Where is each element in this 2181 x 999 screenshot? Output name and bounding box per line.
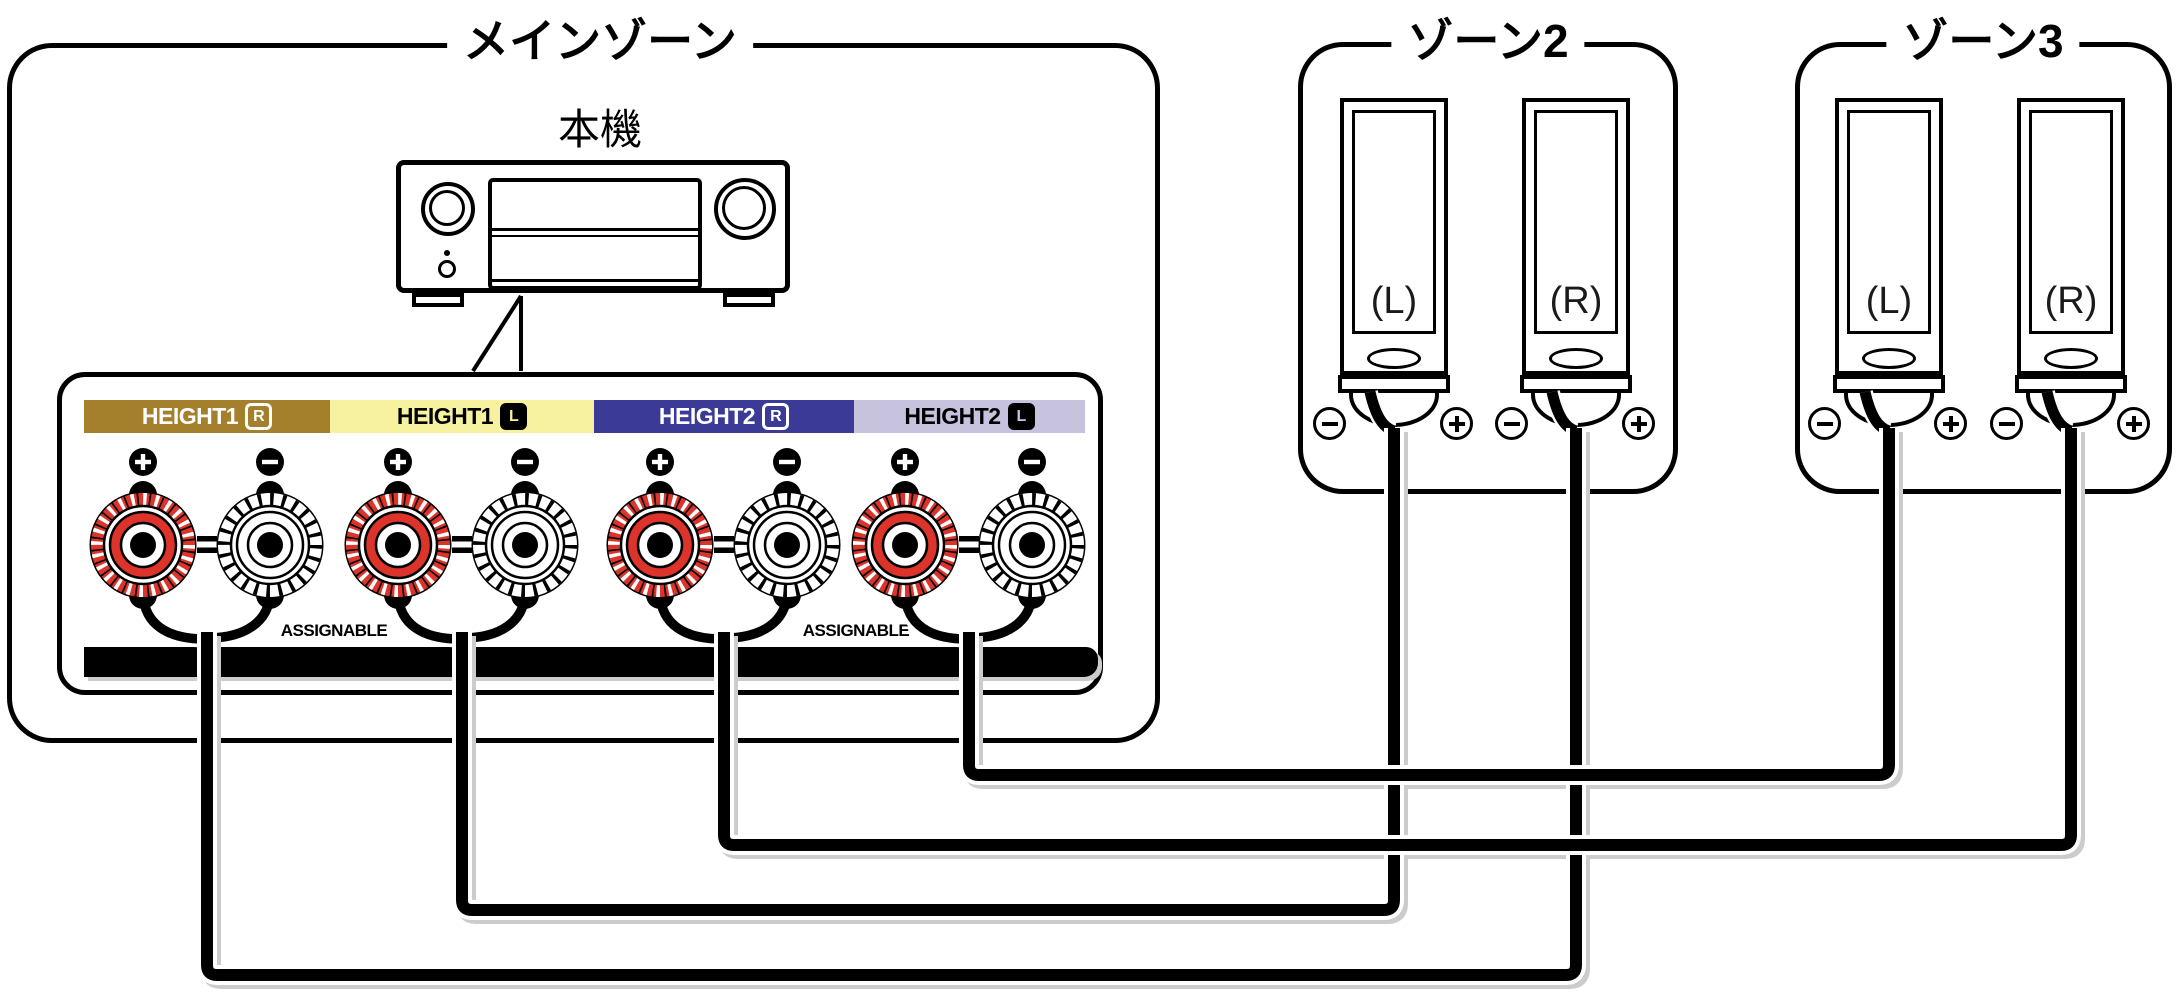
speaker-port-icon <box>1367 348 1421 369</box>
channel-name: HEIGHT1 <box>141 403 239 429</box>
zone3-speaker-left: (L) <box>1833 98 1947 438</box>
speaker-channel-label: (R) <box>2044 280 2098 322</box>
minus-terminal-icon <box>1313 407 1346 440</box>
receiver-foot-right <box>723 293 775 307</box>
plus-terminal-icon <box>1440 407 1473 440</box>
panel-bottom-bar <box>84 647 1098 677</box>
speaker-channel-label: (L) <box>1865 280 1913 322</box>
channel-badge-l: L <box>500 403 528 430</box>
receiver-door-line <box>492 228 698 231</box>
speaker-base <box>2015 375 2127 393</box>
speaker-base <box>1833 375 1945 393</box>
channel-name: HEIGHT2 <box>658 403 756 429</box>
speaker-baffle <box>2029 110 2113 334</box>
receiver-knob-left-inner <box>429 190 465 226</box>
minus-terminal-icon <box>1495 407 1528 440</box>
assignable-label: ASSIGNABLE <box>280 621 388 640</box>
unit-label: 本機 <box>557 106 642 153</box>
speaker-wire-arch <box>1844 393 1934 427</box>
assignable-label: ASSIGNABLE <box>802 621 910 640</box>
plus-terminal-icon <box>2117 407 2150 440</box>
receiver-foot-left <box>412 293 464 307</box>
receiver-knob-right-inner <box>722 186 766 230</box>
speaker-base <box>1520 375 1632 393</box>
speaker-wire-arch <box>1349 393 1439 427</box>
plus-terminal-icon <box>1934 407 1967 440</box>
receiver-power-button-icon <box>438 260 456 278</box>
receiver-power-led <box>444 250 450 256</box>
minus-terminal-icon <box>1990 407 2023 440</box>
channel-bar-height2-l: HEIGHT2 L <box>854 400 1085 433</box>
channel-badge-r: R <box>762 403 790 430</box>
speaker-baffle <box>1352 110 1436 334</box>
zone2-speaker-right: (R) <box>1520 98 1634 438</box>
speaker-base <box>1338 375 1450 393</box>
channel-name: HEIGHT1 <box>396 403 494 429</box>
zone3-speaker-right: (R) <box>2015 98 2129 438</box>
main-zone-label: メインゾーン <box>447 16 753 66</box>
channel-bar-height2-r: HEIGHT2 R <box>594 400 854 433</box>
zone2-speaker-left: (L) <box>1338 98 1452 438</box>
channel-badge-l: L <box>1007 403 1035 430</box>
channel-bar-height1-r: HEIGHT1 R <box>84 400 330 433</box>
speaker-baffle <box>1534 110 1618 334</box>
speaker-channel-label: (L) <box>1370 280 1418 322</box>
speaker-wire-arch <box>1531 393 1621 427</box>
speaker-port-icon <box>2044 348 2098 369</box>
speaker-wire-arch <box>2026 393 2116 427</box>
speaker-channel-label: (R) <box>1549 280 1603 322</box>
speaker-port-icon <box>1862 348 1916 369</box>
receiver-door-line <box>492 279 698 282</box>
zone3-label: ゾーン3 <box>1886 16 2080 66</box>
receiver-display-door <box>488 178 702 290</box>
zone2-label: ゾーン2 <box>1391 16 1585 66</box>
minus-terminal-icon <box>1808 407 1841 440</box>
speaker-baffle <box>1847 110 1931 334</box>
receiver-door-line <box>492 235 698 237</box>
channel-name: HEIGHT2 <box>904 403 1001 429</box>
channel-badge-r: R <box>245 403 273 430</box>
plus-terminal-icon <box>1622 407 1655 440</box>
speaker-port-icon <box>1549 348 1603 369</box>
channel-bar-height1-l: HEIGHT1 L <box>330 400 594 433</box>
